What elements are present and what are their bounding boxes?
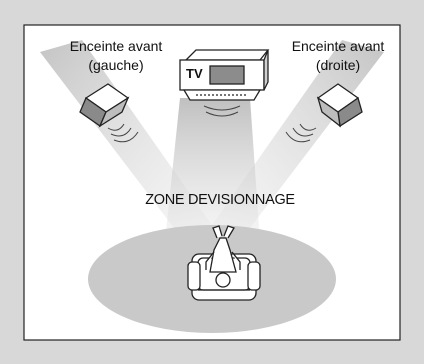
tv-sound-waves-icon (203, 105, 241, 117)
viewer-icon (205, 225, 241, 288)
front-left-speaker-label-line1: Enceinte avant (69, 38, 163, 54)
front-right-speaker-icon (316, 83, 363, 128)
front-left-speaker-icon (79, 83, 130, 128)
viewing-zone-label: ZONE DEVISIONNAGE (145, 192, 295, 208)
front-right-speaker-label-line1: Enceinte avant (291, 38, 385, 54)
left-sound-waves-icon (107, 123, 139, 143)
front-left-speaker-label-line2: (gauche) (88, 57, 144, 73)
front-right-speaker-label: Enceinte avant (droite) (278, 37, 398, 75)
front-right-speaker-label-line2: (droite) (315, 57, 361, 73)
front-left-speaker-label: Enceinte avant (gauche) (56, 37, 176, 75)
tv-label: TV (186, 66, 203, 81)
tv-icon (179, 49, 270, 101)
right-sound-waves-icon (285, 123, 317, 143)
